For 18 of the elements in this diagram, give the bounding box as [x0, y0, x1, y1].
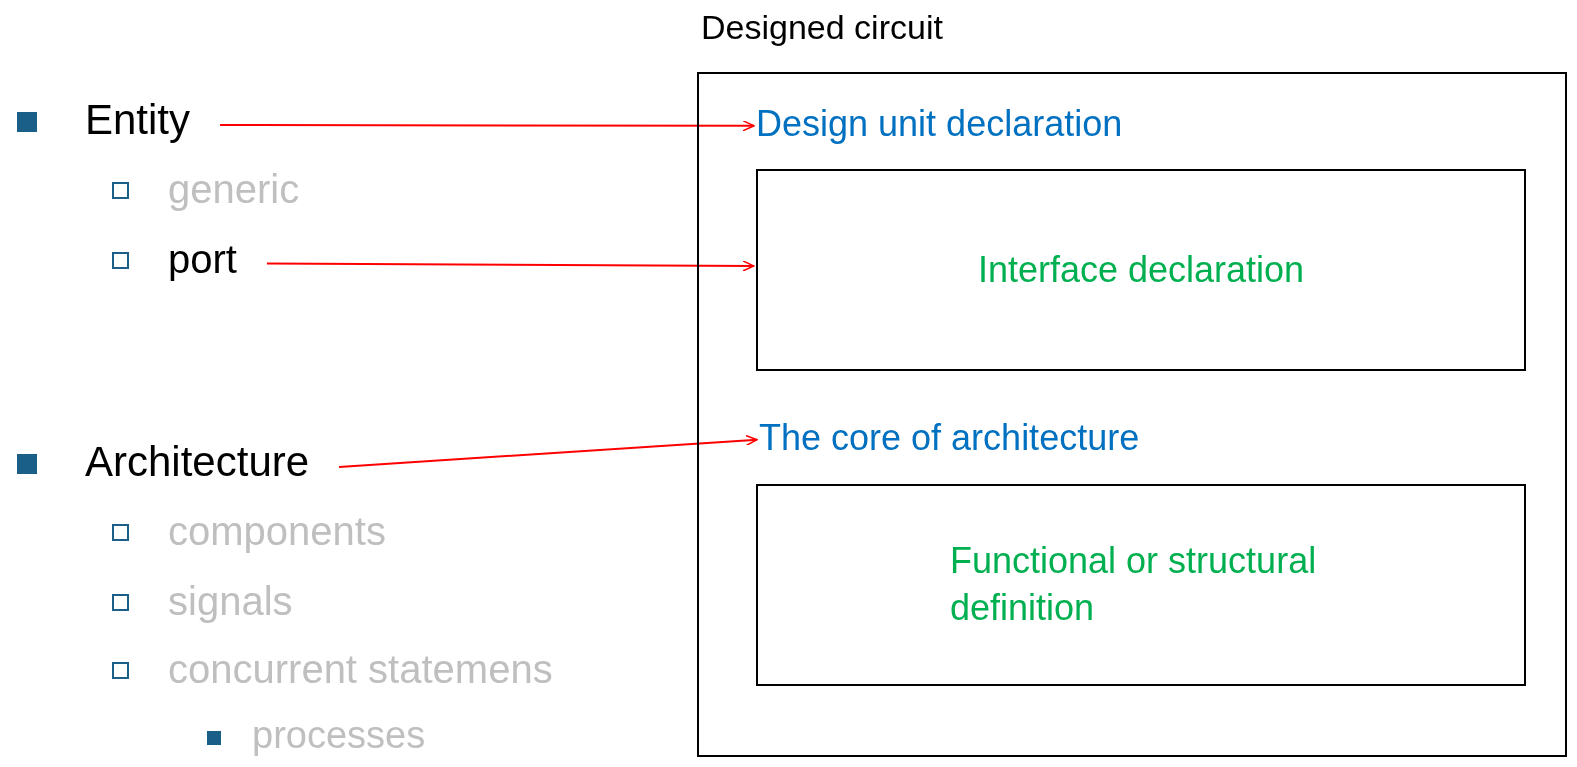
interface-box: [756, 169, 1526, 371]
arrow: [265, 260, 755, 272]
frame-title: Designed circuit: [701, 8, 943, 47]
box-text: Interface declaration: [977, 248, 1305, 290]
list-item: port: [168, 236, 237, 282]
list-heading: Architecture: [85, 438, 310, 487]
list-item: processes: [252, 714, 426, 758]
list-heading: Entity: [85, 96, 191, 145]
list-item: generic: [168, 166, 300, 212]
arrow: [219, 120, 755, 132]
section-heading: Design unit declaration: [756, 103, 1123, 145]
list-item: components: [168, 508, 386, 554]
list-item: signals: [168, 578, 293, 624]
arrow: [338, 434, 758, 468]
list-item: concurrent statemens: [168, 646, 553, 692]
box-text: Functional or structural definition: [950, 540, 1317, 628]
section-heading: The core of architecture: [759, 417, 1140, 459]
definition-box: [756, 484, 1526, 686]
